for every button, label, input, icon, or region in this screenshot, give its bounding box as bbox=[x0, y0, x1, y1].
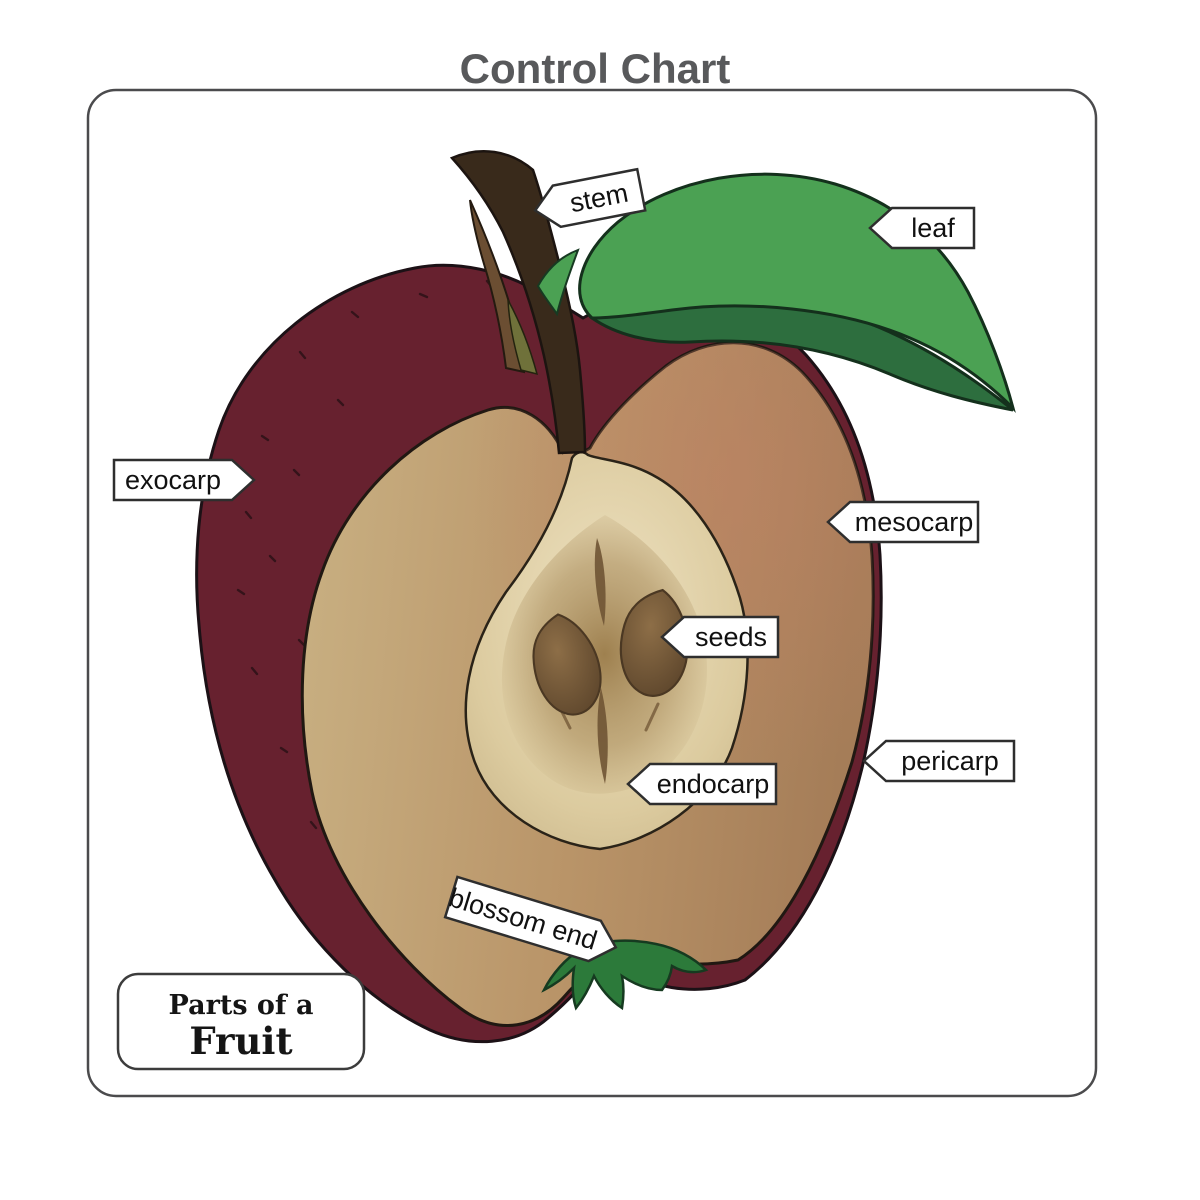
exocarp-tag-shape bbox=[112, 458, 256, 502]
stem-twig-green bbox=[507, 299, 539, 376]
stem-twig bbox=[469, 199, 526, 374]
pericarp-tag-text: pericarp bbox=[901, 746, 999, 776]
blossom-end-tag-shape bbox=[443, 875, 618, 963]
leaf-tag-shape bbox=[868, 206, 976, 250]
seeds-tag-text: seeds bbox=[695, 622, 767, 652]
caption-line-1: Parts of a bbox=[169, 990, 314, 1021]
stem-shape bbox=[449, 150, 587, 455]
endocarp-tag-text: endocarp bbox=[657, 769, 770, 799]
page-title: Control Chart bbox=[460, 45, 731, 92]
seeds-tag-shape bbox=[660, 615, 780, 659]
apple-illustration bbox=[195, 150, 1016, 1044]
caption-box: Parts of a Fruit bbox=[116, 972, 366, 1071]
caption-box-border bbox=[116, 972, 366, 1071]
core-inner-shading bbox=[501, 515, 708, 794]
label-exocarp: exocarp bbox=[112, 458, 256, 502]
pericarp-tag-shape bbox=[862, 739, 1016, 783]
endocarp-tag-shape bbox=[626, 762, 778, 806]
frame-border bbox=[86, 88, 1098, 1098]
stem-tag-shape bbox=[533, 167, 647, 229]
mesocarp-tag-shape bbox=[826, 500, 980, 544]
seed-left bbox=[532, 613, 602, 716]
label-endocarp: endocarp bbox=[626, 762, 778, 806]
leaf-tag-text: leaf bbox=[911, 213, 955, 243]
exocarp-tag-text: exocarp bbox=[125, 465, 221, 495]
caption-line-2: Fruit bbox=[189, 1019, 292, 1063]
leaflet-small bbox=[536, 248, 580, 317]
core-slit-top bbox=[594, 538, 606, 626]
label-pericarp: pericarp bbox=[862, 739, 1016, 783]
core-slit-bottom bbox=[597, 688, 608, 784]
mesocarp-tag-text: mesocarp bbox=[855, 507, 974, 537]
label-seeds: seeds bbox=[660, 615, 780, 659]
label-leaf: leaf bbox=[868, 206, 976, 250]
label-stem: stem bbox=[533, 167, 647, 229]
label-mesocarp: mesocarp bbox=[826, 500, 980, 544]
